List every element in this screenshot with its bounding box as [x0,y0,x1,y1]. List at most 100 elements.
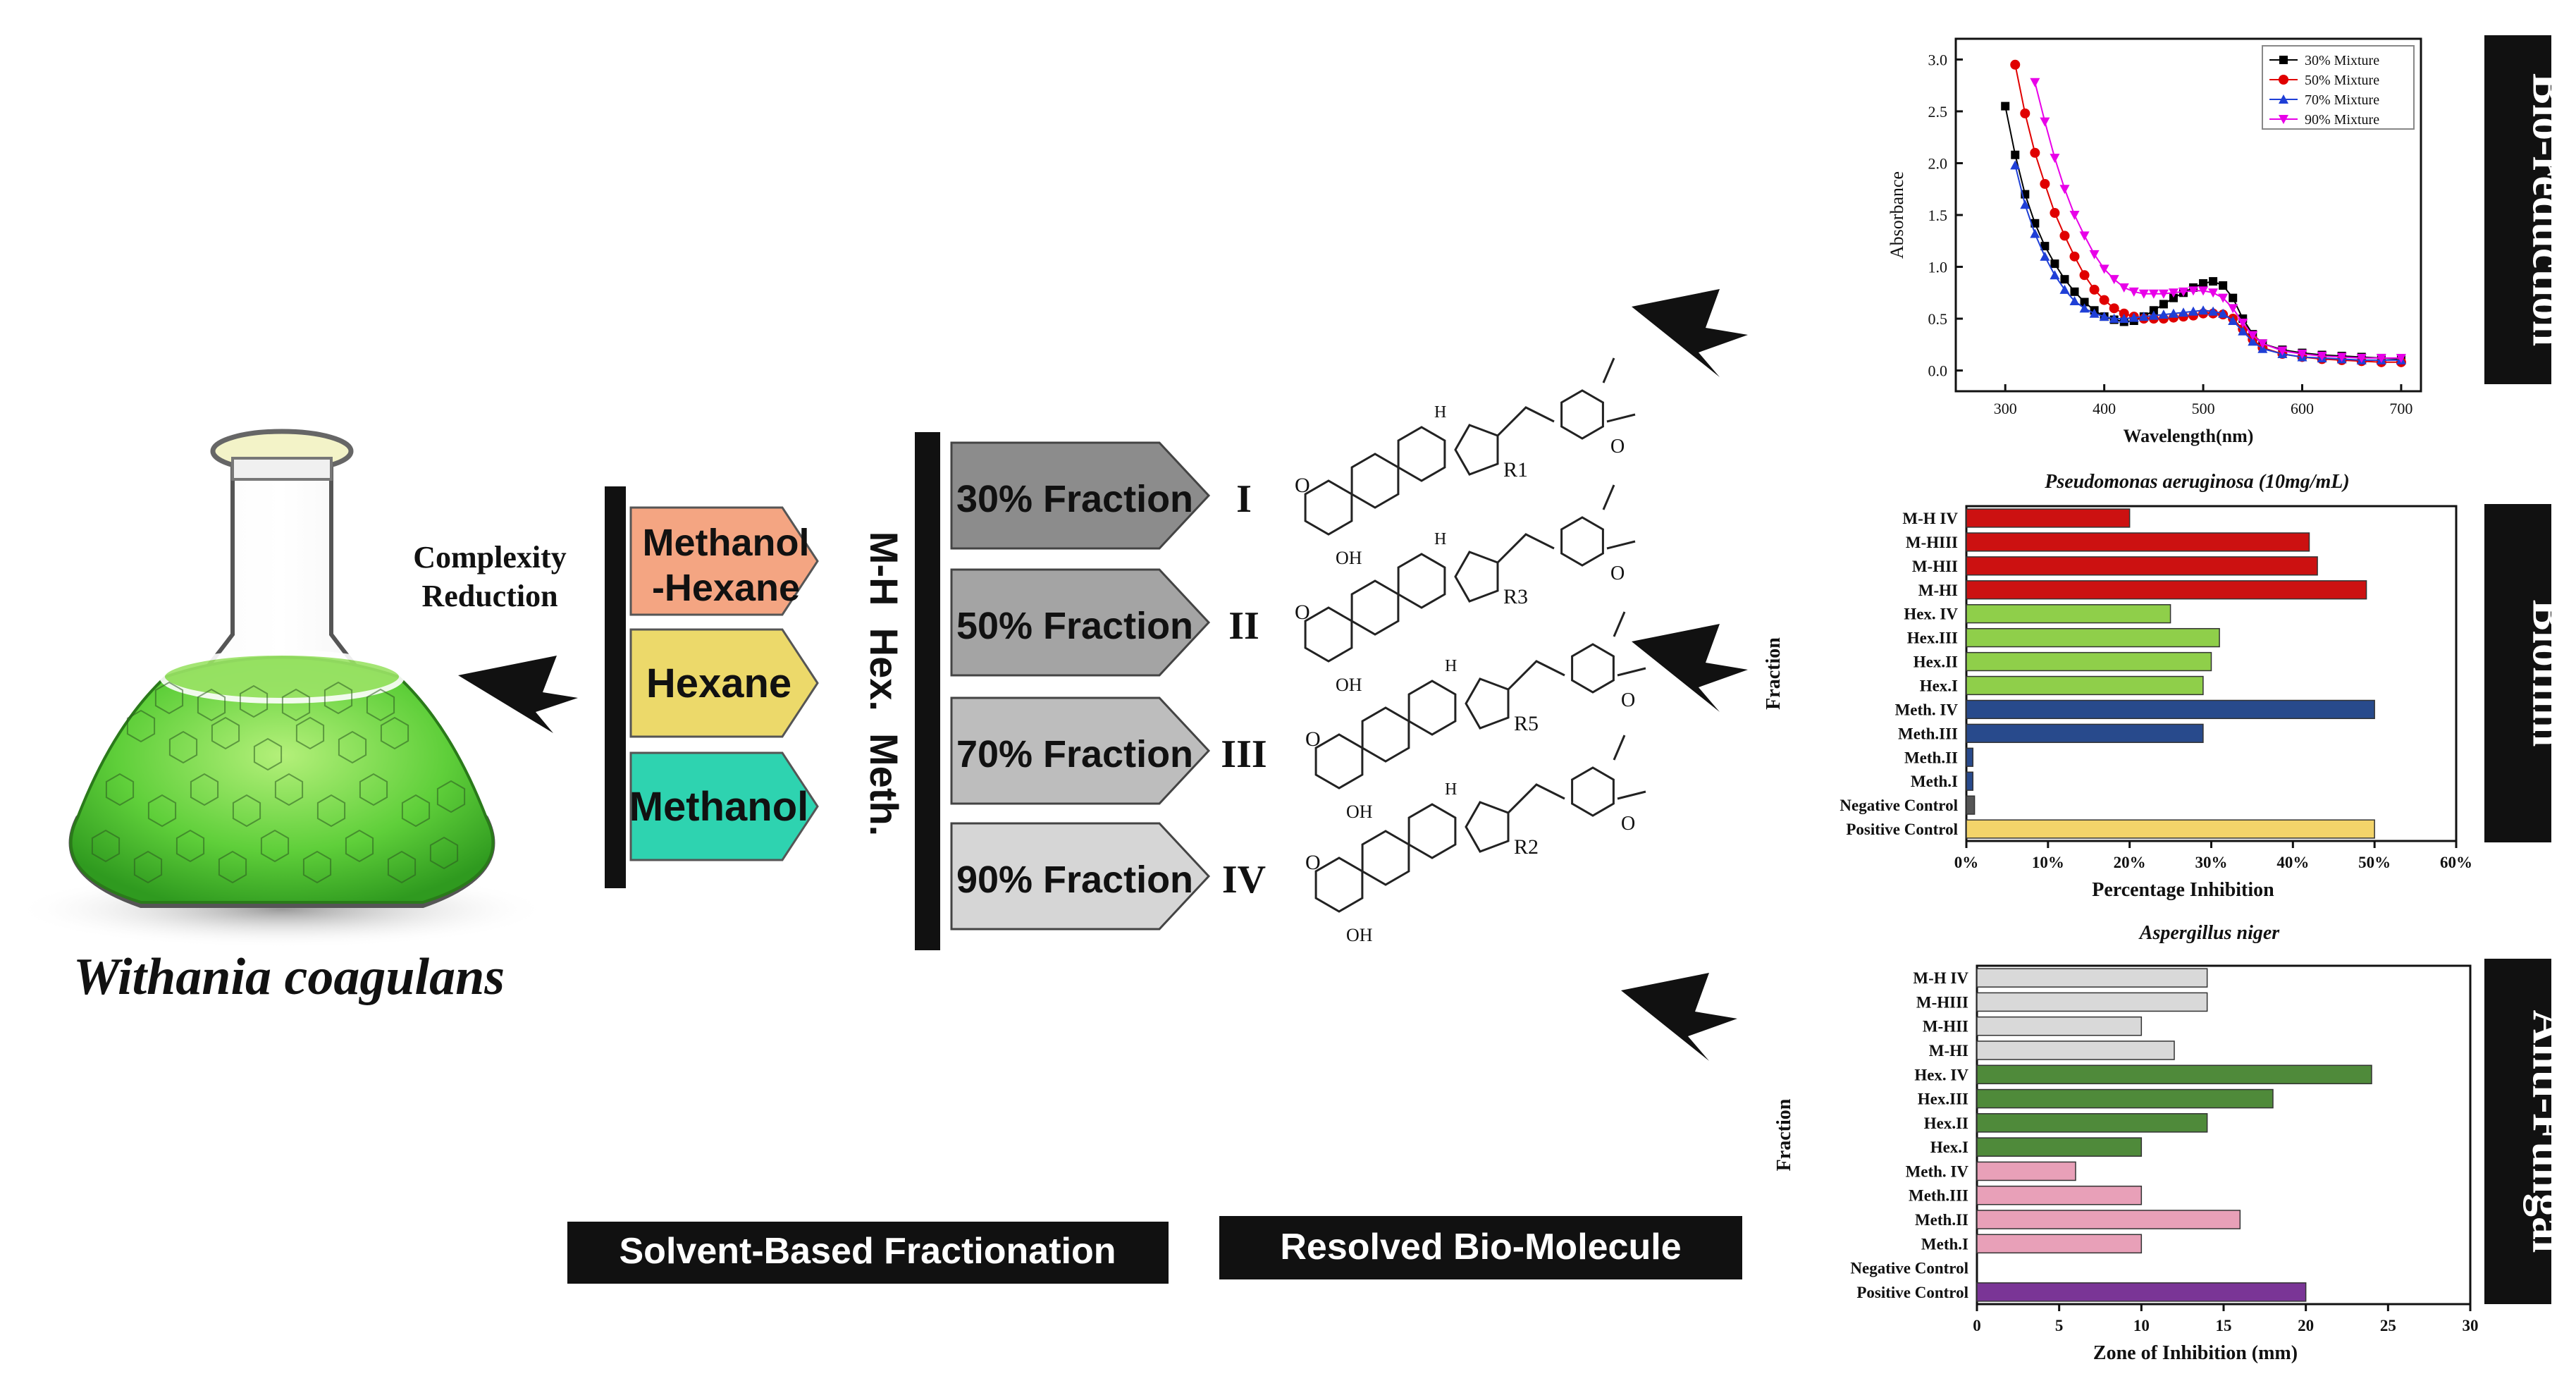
molecule-structure [1314,735,1646,913]
x-tick-label: 300 [1994,400,2017,417]
data-point [2376,353,2386,363]
molecule-oxygen-label: O [1305,851,1321,874]
data-point [2356,353,2367,363]
bar [1966,532,2310,552]
data-point [2080,297,2089,307]
data-point [2209,277,2218,286]
solvent-arrow-box [629,628,819,738]
y-axis-label: Fraction [1763,637,1785,710]
solvent-label-line2: -Hexane [652,567,800,609]
fraction-label: 50% Fraction [956,605,1193,647]
y-tick-label: 3.0 [1928,51,1948,68]
molecule-oxygen-label: O [1621,689,1635,711]
arrow-to-antifungal [1621,973,1737,1061]
data-point [2257,339,2268,349]
legend-entry: 70% Mixture [2305,92,2379,108]
molecule-oh-label: OH [1336,675,1362,695]
arrow-to-bioreduction [1632,289,1748,377]
data-point [2198,286,2209,296]
molecule-ring [232,794,261,828]
molecule-side-chain [1496,406,1555,437]
x-axis-label: Zone of Inhibition (mm) [2093,1342,2298,1364]
data-point [2089,250,2100,259]
data-point [2119,308,2129,319]
data-point [2050,259,2059,269]
data-point [2277,346,2288,356]
molecule-ring [190,773,219,806]
data-point [2069,211,2080,220]
molecule-side-chain [1496,533,1555,564]
category-label: Hex.I [1920,677,1958,694]
molecule-ring [345,829,374,863]
fraction-label: 70% Fraction [956,733,1193,775]
data-point [2178,307,2188,317]
fraction-numeral: II [1228,604,1259,648]
bar [1976,1185,2143,1205]
category-label: Meth.II [1904,749,1958,766]
data-point [2060,275,2069,284]
data-point [2050,154,2060,164]
data-point [2069,296,2080,306]
bar [1976,1161,2076,1181]
data-point [2040,251,2050,261]
legend-entry: 30% Mixture [2305,53,2379,68]
fraction-label: 90% Fraction [956,859,1193,901]
category-label: Positive Control [1856,1284,1968,1301]
x-tick-label: 40% [2276,854,2309,871]
category-label: M-HI [1929,1042,1968,1060]
y-tick-label: 1.0 [1928,259,1948,276]
chart-title: Pseudomonas aeruginosa (10mg/mL) [2044,471,2349,493]
data-point [2030,228,2040,238]
molecule-ring [175,829,205,863]
data-point [2238,318,2248,328]
solvent-footer: Solvent-Based Fractionation [620,1231,1116,1272]
data-point [2248,336,2258,346]
data-point [2050,208,2060,219]
category-label: Hex.I [1930,1138,1968,1156]
x-tick-label: 600 [2291,400,2314,417]
molecule-methyl [1602,357,1636,423]
y-tick-label: 0.0 [1928,362,1948,380]
x-tick-label: 400 [2093,400,2116,417]
bar [1976,1282,2307,1302]
bar [1976,1016,2143,1036]
data-point [2089,284,2100,295]
bar [1976,1137,2143,1157]
molecule-ring [1361,830,1410,886]
fraction-bracket-bar [915,432,940,950]
molecule-oxygen-label: O [1610,563,1625,584]
y-tick-label: 2.0 [1928,154,1948,172]
molecule-oh-label: OH [1336,548,1362,568]
category-label: Negative Control [1850,1260,1968,1277]
molecule-ring [147,794,177,828]
molecule-ring [239,684,269,718]
data-point [2109,314,2119,324]
molecule-oxygen-label: O [1305,727,1321,751]
side-label-box [2484,35,2551,384]
data-point [2138,312,2149,321]
molecule-ring [211,716,240,750]
data-point [2099,264,2109,274]
molecule-ring [1304,606,1353,663]
data-point [2020,108,2030,118]
solvent-label-line1: Methanol [643,522,810,564]
category-label: Hex. IV [1904,606,1958,623]
x-tick-label: 0% [1954,854,1979,871]
data-series [2010,160,2406,364]
bar [1976,1040,2175,1060]
data-point [2020,199,2030,209]
solvent-label: Hexane [646,661,791,706]
fraction-arrow-box [950,441,1211,550]
data-point [2010,59,2021,70]
data-point [2396,353,2406,363]
category-label: M-H IV [1913,969,1968,987]
data-point [2158,309,2169,319]
data-point [2218,308,2229,318]
data-point [2010,160,2021,170]
y-axis-label: Absorbance [1887,171,1907,259]
data-point [2317,352,2327,361]
data-point [2050,270,2060,280]
complexity-label-line2: Reduction [421,579,557,613]
